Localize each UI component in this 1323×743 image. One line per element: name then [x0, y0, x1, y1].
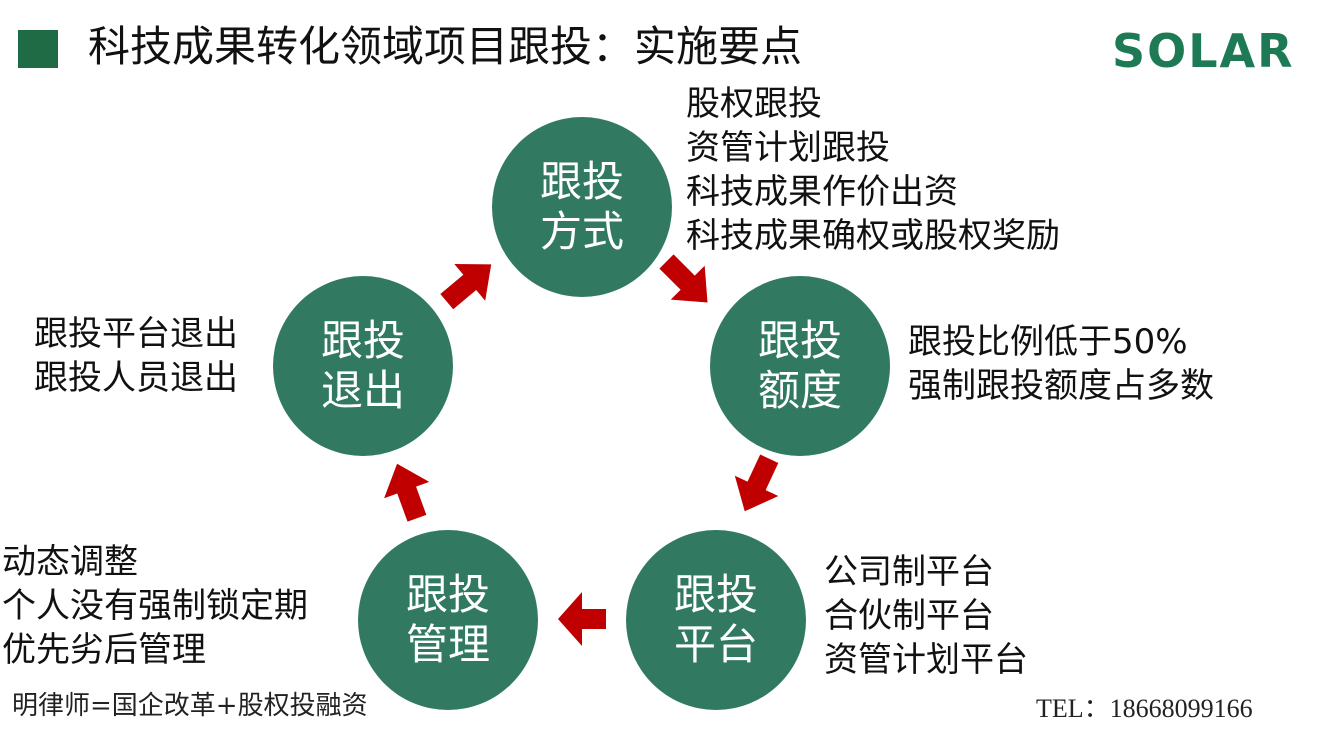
node-amount: 跟投 额度 [710, 276, 890, 456]
notes-management-item: 动态调整 [2, 542, 138, 582]
node-exit: 跟投 退出 [273, 276, 453, 456]
footer-left: 明律师=国企改革+股权投融资 [12, 691, 368, 721]
page-title: 科技成果转化领域项目跟投：实施要点 [88, 22, 803, 71]
notes-amount-item: 强制跟投额度占多数 [908, 366, 1214, 406]
node-platform: 跟投 平台 [626, 530, 806, 710]
arrow-exit-to-method-icon [440, 263, 492, 310]
notes-platform: 公司制平台 合伙制平台 资管计划平台 [824, 550, 1028, 682]
notes-management-item: 优先劣后管理 [2, 630, 206, 670]
node-management: 跟投 管理 [358, 530, 538, 710]
node-management-line2: 管理 [405, 620, 490, 669]
notes-method-item: 科技成果作价出资 [686, 172, 958, 212]
notes-method-item: 科技成果确权或股权奖励 [686, 216, 1060, 256]
node-method-line1: 跟投 [539, 157, 624, 206]
notes-exit: 跟投平台退出 跟投人员退出 [34, 312, 238, 400]
notes-method-item: 资管计划跟投 [686, 128, 890, 168]
node-exit-line2: 退出 [320, 366, 405, 415]
notes-platform-item: 资管计划平台 [824, 640, 1028, 680]
arrow-amount-to-platform-icon [734, 454, 779, 512]
node-platform-line2: 平台 [673, 620, 758, 669]
notes-method-item: 股权跟投 [686, 84, 822, 124]
node-management-line1: 跟投 [405, 570, 490, 619]
arrow-platform-to-management-icon [558, 592, 606, 646]
notes-amount-item: 跟投比例低于50% [908, 322, 1188, 362]
footer-right: TEL：18668099166 [1036, 694, 1253, 723]
arrow-method-to-amount-icon [659, 254, 708, 303]
arrow-management-to-exit-icon [384, 463, 430, 522]
notes-exit-item: 跟投人员退出 [34, 358, 238, 398]
solar-logo: SOLAR [1112, 24, 1295, 78]
node-method: 跟投 方式 [492, 117, 672, 297]
notes-platform-item: 公司制平台 [824, 552, 994, 592]
notes-platform-item: 合伙制平台 [824, 596, 994, 636]
notes-management-item: 个人没有强制锁定期 [2, 586, 308, 626]
node-amount-line2: 额度 [757, 366, 842, 415]
title-marker [18, 30, 58, 68]
notes-exit-item: 跟投平台退出 [34, 314, 238, 354]
notes-management: 动态调整 个人没有强制锁定期 优先劣后管理 [2, 540, 308, 672]
notes-method: 股权跟投 资管计划跟投 科技成果作价出资 科技成果确权或股权奖励 [686, 82, 1060, 258]
node-exit-line1: 跟投 [320, 316, 405, 365]
node-platform-line1: 跟投 [673, 570, 758, 619]
notes-amount: 跟投比例低于50% 强制跟投额度占多数 [908, 320, 1214, 408]
node-amount-line1: 跟投 [757, 316, 842, 365]
node-method-line2: 方式 [539, 207, 624, 256]
